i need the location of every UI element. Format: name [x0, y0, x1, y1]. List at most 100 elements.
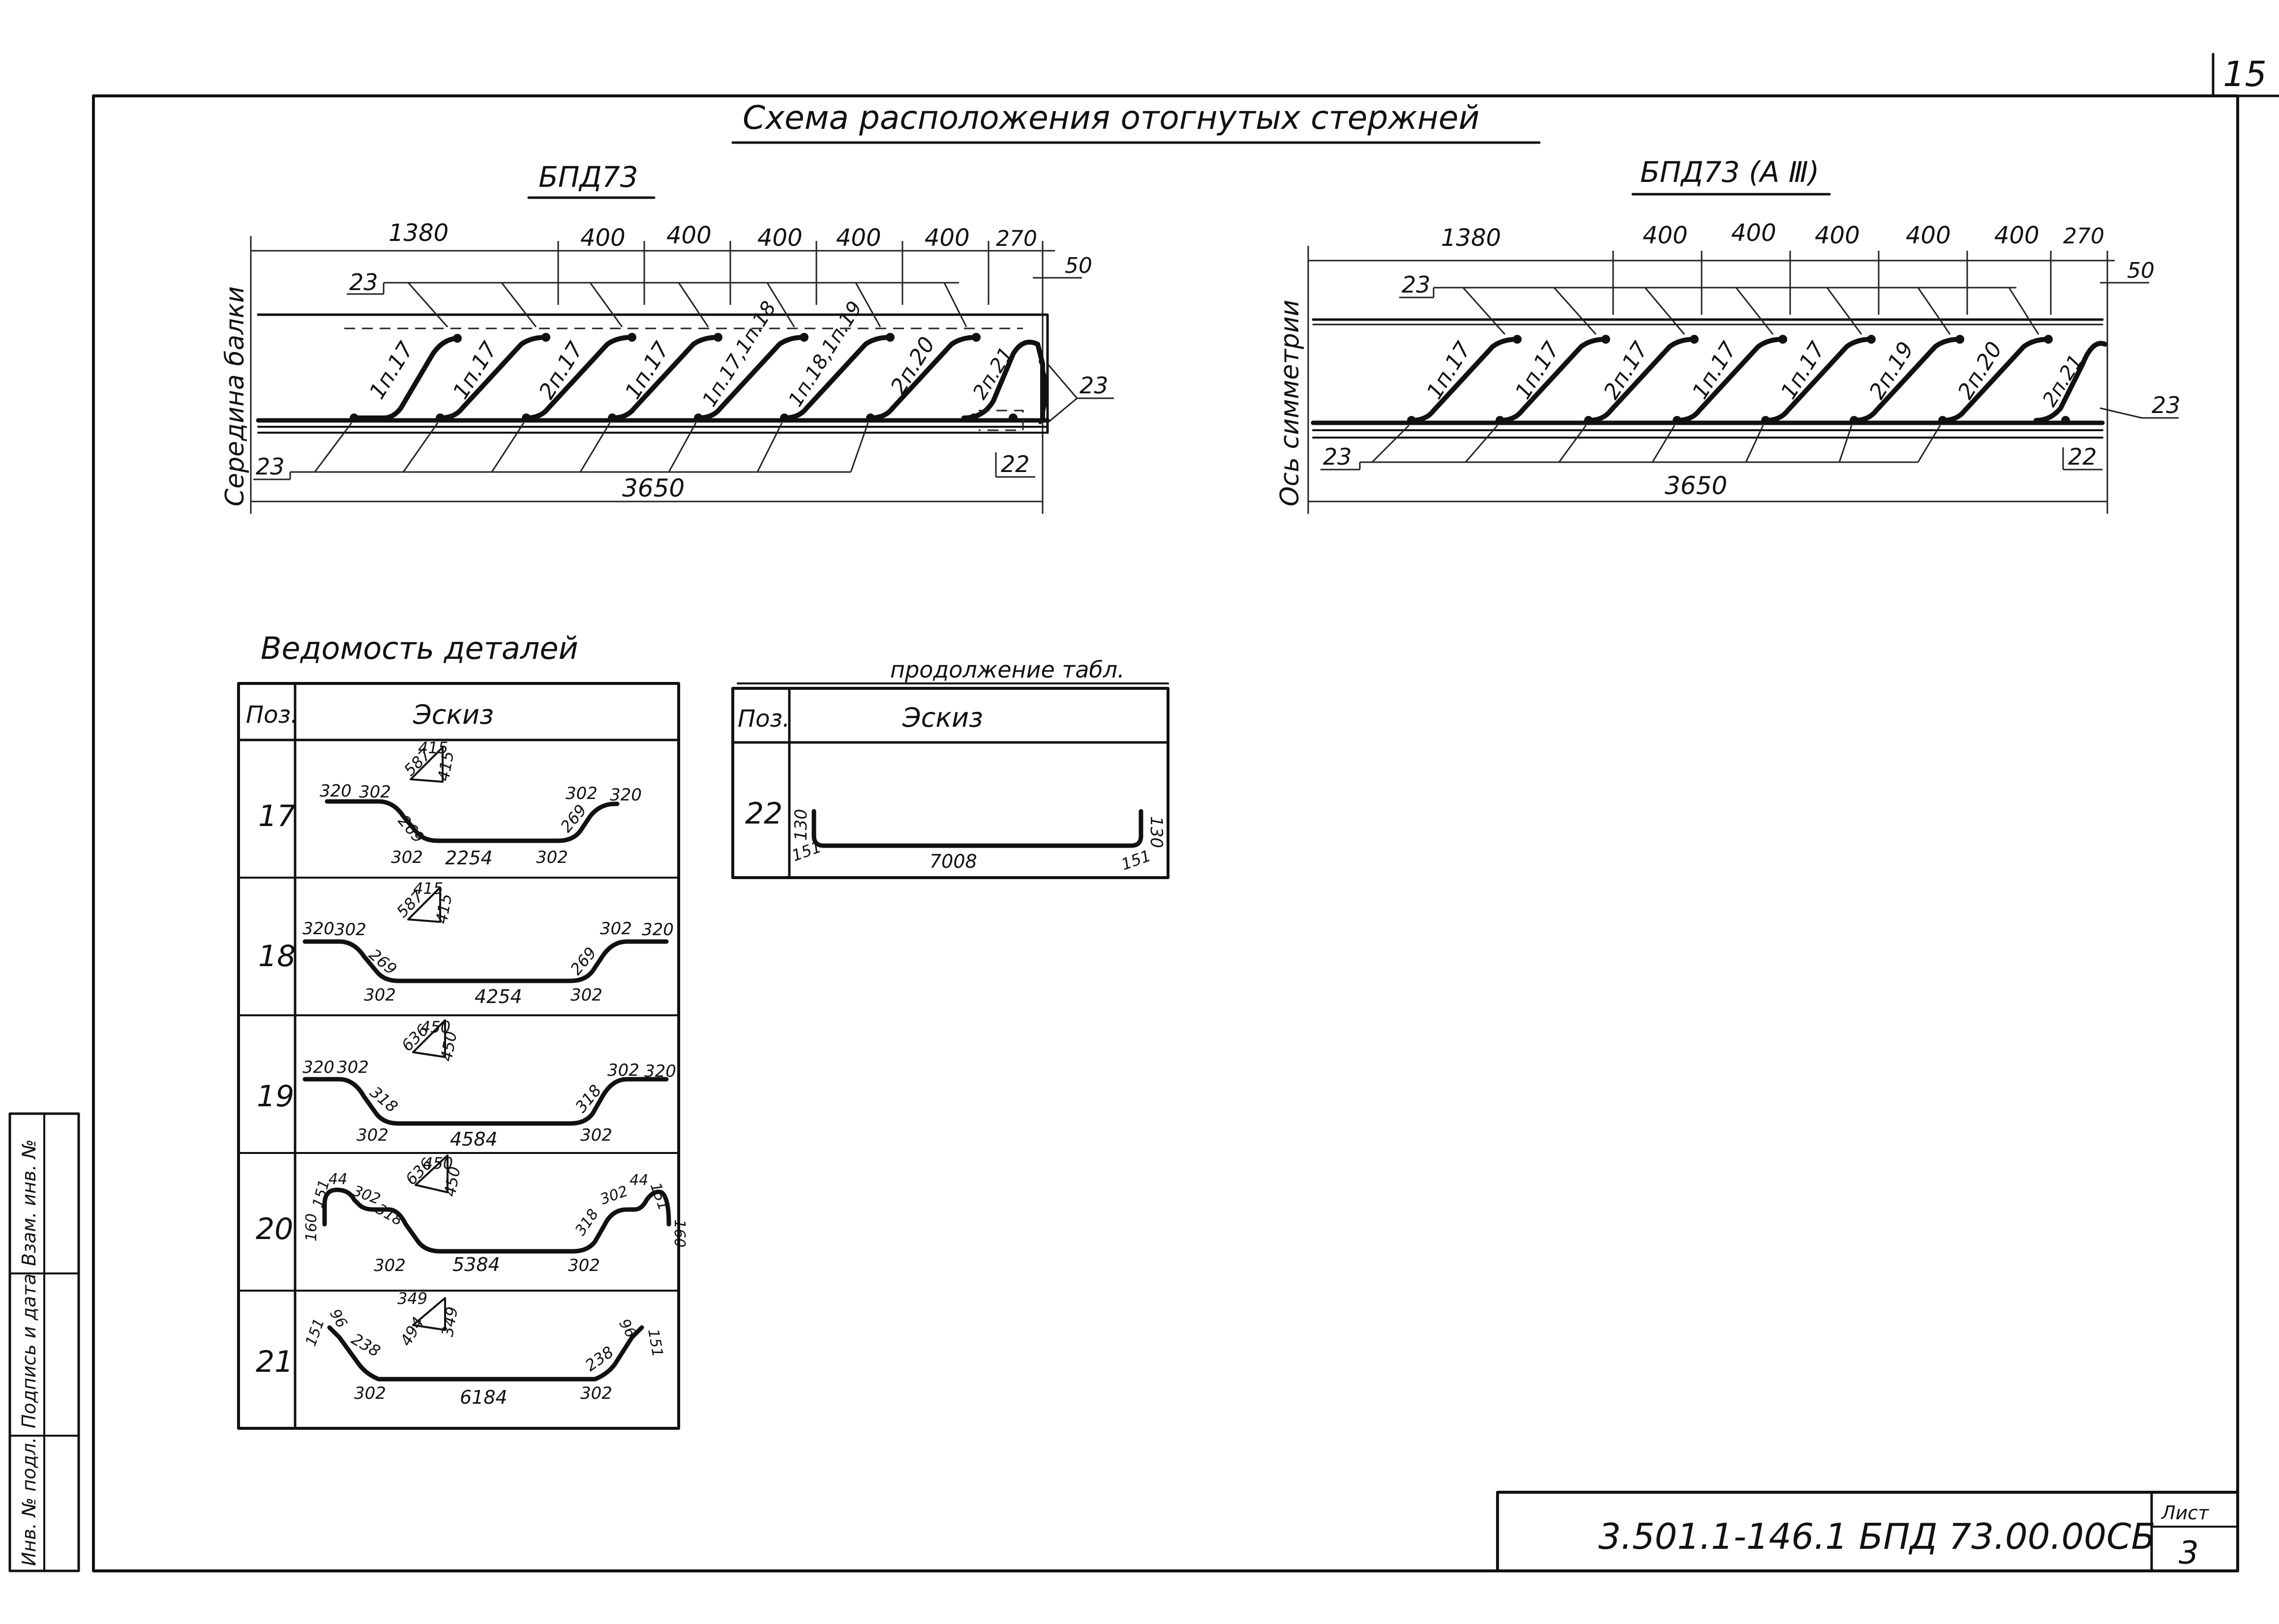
row-19-pos: 19	[257, 1079, 294, 1114]
row-21-tri-side: 349	[438, 1305, 461, 1338]
row-21-dim-a: 151	[302, 1316, 328, 1349]
continuation-title: продолжение табл.	[890, 656, 1125, 683]
row-17-dim-i: 320	[610, 785, 642, 805]
right-dim-400-e: 400	[1994, 222, 2039, 249]
row-19-bend-triangle	[412, 1019, 446, 1058]
row-19-dim-g: 318	[571, 1081, 605, 1116]
row-19-dim-i: 320	[644, 1062, 676, 1081]
row-17-dim-f: 302	[536, 848, 568, 867]
right-callout-22: 22	[2068, 443, 2097, 470]
left-bent-bar-4	[610, 335, 720, 420]
row-21-dim-i: 151	[644, 1328, 666, 1358]
row-19-dim-c: 318	[366, 1083, 401, 1116]
row-20-dim-f: 302	[374, 1256, 406, 1275]
left-scheme: БПД73 1380 400 400 400 400 400 270 50	[220, 160, 1114, 514]
left-bent-bar-7	[868, 335, 979, 420]
right-dim-400-d: 400	[1906, 222, 1951, 249]
right-dim-3650: 3650	[1665, 472, 1727, 500]
row-20-pos: 20	[256, 1212, 293, 1246]
row-17-dim-a: 320	[320, 781, 352, 801]
row-22-bar-shape	[811, 809, 1143, 848]
sheet-label: Лист	[2160, 1502, 2210, 1524]
row-19-dim-b: 302	[337, 1058, 369, 1077]
row-17-bend-triangle	[410, 746, 444, 783]
row-20-dim-j: 302	[598, 1182, 630, 1208]
row-19-dim-d: 302	[357, 1125, 389, 1145]
right-callout-23-bottom: 23	[1323, 443, 1352, 470]
right-dim-270: 270	[2063, 224, 2104, 249]
left-dim-400-a: 400	[580, 224, 626, 252]
row-18-dim-g: 269	[567, 944, 600, 978]
details-table: Ведомость деталей Поз. Эскиз 17 415 587 …	[237, 630, 688, 1430]
stamp-replace-inv: Взам. инв. №	[18, 1139, 40, 1266]
row-17-dim-b: 302	[359, 782, 391, 802]
row-17-dim-c: 269	[394, 812, 428, 847]
row-17-pos: 17	[258, 799, 296, 833]
right-scheme: БПД73 (А Ⅲ) 1380 400 400 400 400 400 270…	[1275, 155, 2181, 514]
sheet-frame	[92, 94, 2239, 1572]
continuation-col-sketch: Эскиз	[902, 702, 983, 733]
row-21-tri-hyp: 494	[396, 1314, 427, 1349]
row-17-dim-g: 269	[557, 801, 590, 836]
row-20-dim-k: 44	[630, 1172, 648, 1189]
row-19-dim-e: 4584	[450, 1128, 498, 1150]
row-17-dim-d: 302	[391, 848, 423, 867]
left-dim-400-e: 400	[925, 224, 970, 252]
left-dim-270: 270	[996, 226, 1037, 251]
row-21-bend-triangle	[412, 1297, 446, 1331]
right-bent-bar-2	[1498, 337, 1608, 423]
row-18-dim-a: 320	[302, 919, 334, 939]
right-bent-bar-3	[1586, 337, 1697, 423]
continuation-col-pos: Поз.	[738, 705, 790, 733]
row-20-dim-d: 302	[350, 1182, 383, 1208]
row-17-bar-shape	[325, 799, 620, 843]
row-19-bar-shape	[302, 1077, 669, 1126]
row-19-dim-f: 302	[580, 1125, 612, 1145]
row-20-dim-l: 151	[646, 1181, 672, 1213]
right-dim-1380: 1380	[1441, 224, 1501, 252]
right-dim-400-c: 400	[1815, 222, 1860, 249]
row-22-dim-e: 130	[1146, 816, 1166, 848]
row-18-dim-h: 302	[600, 919, 632, 939]
row-18-dim-f: 302	[570, 985, 602, 1005]
row-22-dim-c: 7008	[930, 851, 977, 872]
stamp-signature-date: Подпись и дата	[18, 1273, 40, 1428]
sheet-number: 3	[2179, 1535, 2199, 1571]
left-bent-bar-5	[696, 335, 807, 420]
row-21-dim-h: 96	[615, 1316, 639, 1341]
left-end-hook	[1039, 360, 1048, 424]
row-18-dim-b: 302	[334, 920, 366, 940]
row-18-dim-i: 320	[642, 920, 674, 940]
corner-number: 15	[2223, 54, 2267, 94]
row-18-dim-c: 269	[365, 945, 400, 978]
left-dim-3650: 3650	[622, 474, 685, 502]
right-dim-400-b: 400	[1731, 219, 1776, 247]
row-21-dim-d: 302	[354, 1384, 386, 1403]
right-bent-bar-4	[1675, 337, 1785, 423]
row-20-bend-triangle	[415, 1154, 449, 1193]
row-17-tri-top: 415	[418, 738, 448, 757]
right-dim-400-a: 400	[1643, 222, 1688, 249]
row-20-dim-m: 160	[671, 1219, 688, 1247]
left-dim-1380: 1380	[389, 219, 449, 247]
left-bent-bar-2	[438, 335, 548, 420]
row-18-pos: 18	[258, 939, 296, 974]
row-22-dim-a: 130	[791, 809, 811, 841]
stamp-inv-no: Инв. № подл.	[18, 1437, 40, 1566]
left-scheme-name: БПД73	[539, 160, 638, 194]
right-callout-23-right: 23	[2152, 392, 2181, 418]
row-21-tri-top: 349	[397, 1289, 427, 1308]
details-col-sketch: Эскиз	[413, 699, 494, 730]
page-title: Схема расположения отогнутых стержней	[743, 99, 1480, 137]
right-callout-23-top: 23	[1402, 271, 1431, 298]
row-21-pos: 21	[256, 1345, 293, 1379]
row-21-bar-shape	[327, 1325, 644, 1382]
row-21-dim-f: 302	[580, 1384, 612, 1403]
row-20-tri-top: 450	[423, 1154, 453, 1173]
row-20-dim-c: 44	[329, 1171, 347, 1188]
left-callout-23-top: 23	[349, 269, 378, 295]
right-bent-bar-7	[1940, 337, 2051, 423]
row-19-tri-top: 450	[420, 1018, 450, 1036]
right-scheme-name: БПД73 (А Ⅲ)	[1640, 155, 1819, 189]
left-bent-bar-6	[782, 335, 893, 420]
